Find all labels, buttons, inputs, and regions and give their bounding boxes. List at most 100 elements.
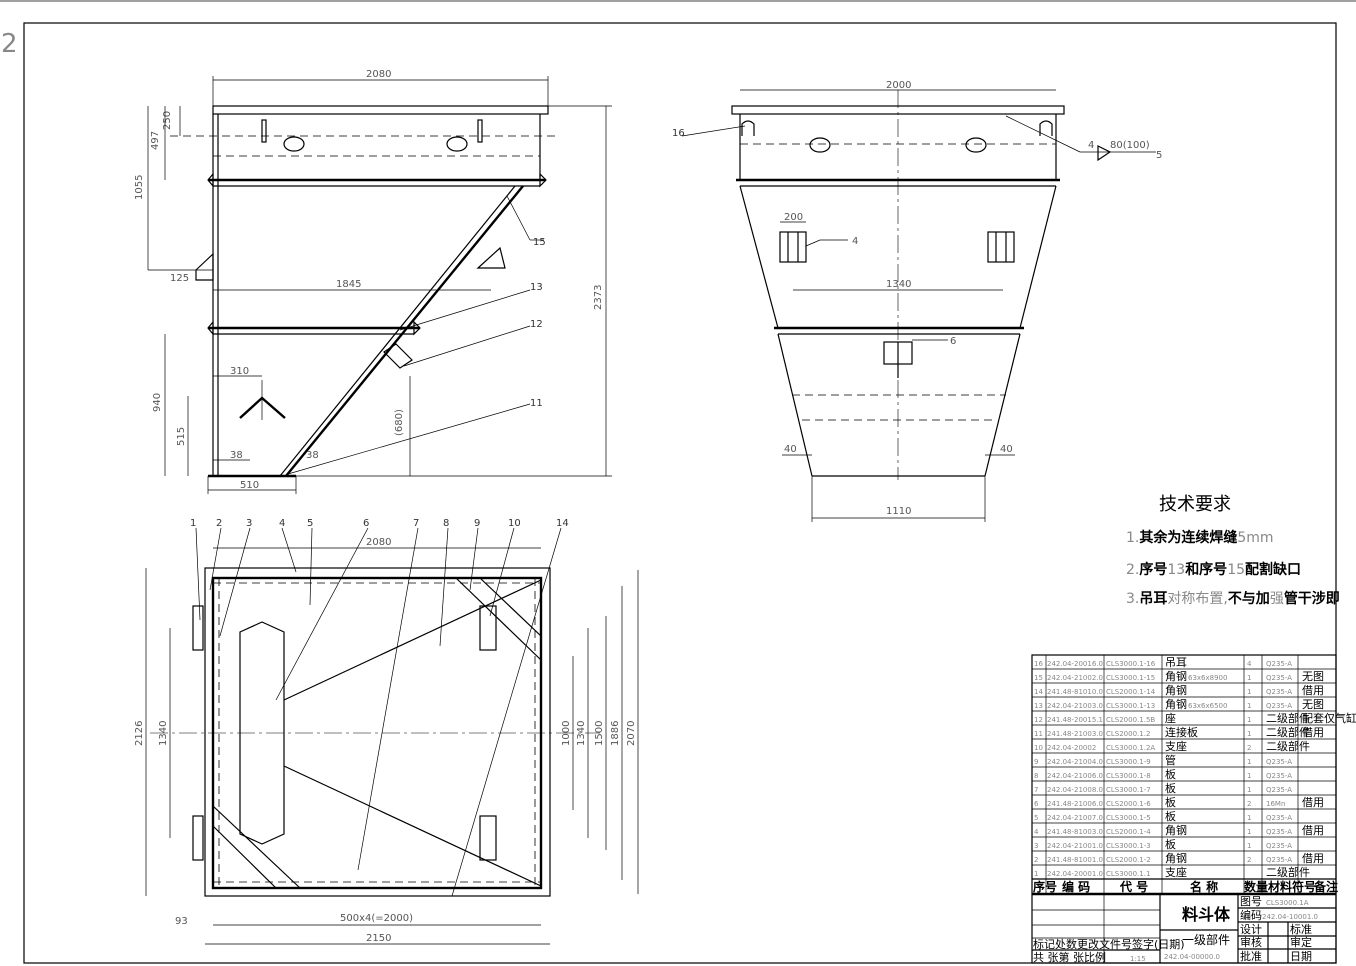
callout-11: 11	[530, 398, 543, 409]
bom-row-name: 板	[1165, 837, 1176, 851]
bom-row-code: 242.04-21007.0	[1047, 814, 1103, 822]
callout-15: 15	[533, 237, 546, 248]
plan-dim-1500: 1500	[594, 721, 605, 746]
bom-row-name: 支座	[1165, 865, 1187, 879]
bom-row-code: 242.04-20002	[1047, 744, 1096, 752]
bom-row-no: 16	[1034, 660, 1043, 668]
bom-row-name: 支座	[1165, 739, 1187, 753]
callout-5: 5	[307, 518, 313, 529]
callout-12: 12	[530, 319, 543, 330]
plan-dim-2080: 2080	[366, 537, 391, 548]
bom-row-no: 7	[1034, 786, 1038, 794]
bom-row-mat: Q235-A	[1266, 758, 1292, 766]
weld-size-seat: 6	[950, 336, 956, 347]
bom-row-mat: Q235-A	[1266, 674, 1292, 682]
front-dim-940: 940	[152, 393, 163, 412]
bom-row-qty: 1	[1247, 702, 1251, 710]
bom-row-name: 角钢	[1165, 684, 1187, 697]
callout-6: 6	[363, 518, 369, 529]
front-dim-125: 125	[170, 273, 189, 284]
side-dim-2000: 2000	[886, 80, 911, 91]
bom-row-note: 借用	[1302, 726, 1324, 739]
bom-header-mark: 符号	[1292, 879, 1316, 894]
bom-row-dh: CLS2000.1.5B	[1106, 716, 1155, 724]
side-dim-1110: 1110	[886, 506, 911, 517]
scale-value: 1:15	[1130, 955, 1146, 963]
bom-row-code: 242.04-21003.0	[1047, 702, 1103, 710]
bom-row-dh: CLS3000.1.1	[1106, 870, 1150, 878]
tech-note-2: 2.序号13和序号15配割缺口	[1126, 562, 1302, 578]
sheji-label: 设计	[1240, 923, 1262, 936]
bom-row-spec: 63x6x6500	[1188, 702, 1227, 710]
bom-row-code: 241.48-21006.0	[1047, 800, 1103, 808]
pizhun-label: 批准	[1240, 949, 1262, 963]
bom-row-code: 241.48-21003.0	[1047, 730, 1103, 738]
bom-row-qty: 1	[1247, 716, 1251, 724]
bom-header-qty: 数量	[1244, 879, 1268, 894]
bom-row-dh: CLS3000.1-3	[1106, 842, 1151, 850]
bom-row-dh: CLS3000.1-5	[1106, 814, 1151, 822]
bom-row-code: 242.04-21006.0	[1047, 772, 1103, 780]
bom-header-code: 编 码	[1061, 879, 1090, 894]
plan-dim-2126: 2126	[134, 721, 145, 746]
front-dim-250: 250	[162, 111, 173, 130]
bom-row-qty: 1	[1247, 842, 1251, 850]
front-dim-680: (680)	[394, 409, 405, 436]
bom-row-qty: 2	[1247, 800, 1251, 808]
weld-size-left: 4	[1088, 140, 1094, 151]
bom-row-note: 借用	[1302, 852, 1324, 865]
callout-10: 10	[508, 518, 521, 529]
sheet-corner-label: 2	[1, 29, 18, 59]
callout-9: 9	[474, 518, 480, 529]
weld-size-lug: 4	[852, 236, 858, 247]
callout-14: 14	[556, 518, 569, 529]
bom-row-no: 9	[1034, 758, 1038, 766]
bom-row-no: 5	[1034, 814, 1038, 822]
plan-dim-1340b: 1340	[576, 721, 587, 746]
bom-row-no: 15	[1034, 674, 1043, 682]
bom-row-mat: 二级部件	[1266, 865, 1310, 879]
bom-row-mat: Q235-A	[1266, 856, 1292, 864]
bom-row-note: 借用	[1302, 684, 1324, 697]
bom-header-name: 名 称	[1190, 879, 1218, 894]
bom-header-mat: 材料	[1267, 879, 1292, 894]
plan-dim-1340a: 1340	[158, 721, 169, 746]
bom-row-no: 6	[1034, 800, 1039, 808]
side-dim-1340: 1340	[886, 279, 911, 290]
bom-row-code: 241.48-81003.0	[1047, 828, 1103, 836]
bom-row-dh: CLS3000.1-7	[1106, 786, 1151, 794]
front-dim-515: 515	[176, 427, 187, 446]
bom-row-mat: 16Mn	[1266, 800, 1285, 808]
bom-row-qty: 1	[1247, 688, 1251, 696]
plan-dim-2070: 2070	[626, 721, 637, 746]
bom-row-mat: Q235-A	[1266, 814, 1292, 822]
bom-row-dh: CLS2000.1-14	[1106, 688, 1156, 696]
front-dim-38b: 38	[306, 450, 319, 461]
side-dim-40a: 40	[784, 444, 797, 455]
bom-row-dh: CLS3000.1-16	[1106, 660, 1156, 668]
plan-view: 2080 2126 1340 1000 1340 1500 1886 2070 …	[134, 518, 639, 945]
bom-row-code: 241.48-81010.0	[1047, 688, 1103, 696]
side-dim-200: 200	[784, 212, 803, 223]
bom-row-dh: CLS3000.1-8	[1106, 772, 1151, 780]
bom-row-name: 板	[1165, 781, 1176, 795]
bom-row-code: 242.04-20016.0	[1047, 660, 1103, 668]
bom-row-no: 10	[1034, 744, 1043, 752]
bom-row-no: 8	[1034, 772, 1038, 780]
front-dim-2373: 2373	[593, 285, 604, 310]
part-level: 一级部件	[1182, 932, 1230, 947]
bom-row-qty: 4	[1247, 660, 1252, 668]
bom-row-code: 242.04-21008.0	[1047, 786, 1103, 794]
front-dim-1845: 1845	[336, 279, 361, 290]
sheets-row: 共 张第 张比例	[1033, 950, 1106, 964]
callout-2: 2	[216, 518, 222, 529]
plan-dim-93: 93	[175, 916, 188, 927]
shending-label: 审定	[1290, 935, 1312, 949]
plan-dim-1886: 1886	[610, 721, 621, 746]
plan-dim-1000: 1000	[561, 721, 572, 746]
callout-7: 7	[413, 518, 419, 529]
side-view: 2000 200 1340 40 40 1110 16 4 80(100) 5 …	[672, 80, 1162, 522]
bom-row-no: 13	[1034, 702, 1043, 710]
